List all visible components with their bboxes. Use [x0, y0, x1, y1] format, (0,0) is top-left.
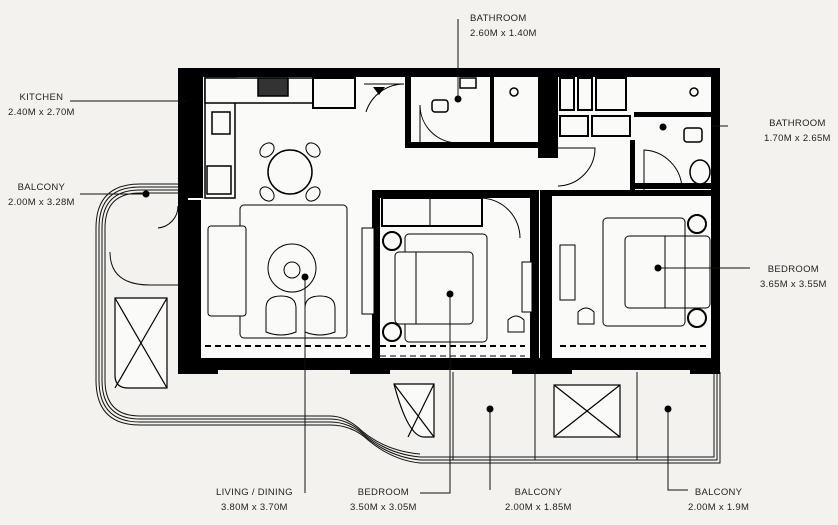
room-name: BEDROOM	[767, 264, 819, 275]
room-name: BATHROOM	[470, 13, 527, 24]
label-balcony-west: BALCONY 2.00M x 3.28M	[8, 180, 75, 210]
leader-lines	[70, 19, 750, 494]
room-dims: 2.00M x 1.85M	[505, 502, 572, 513]
label-balcony-south-2: BALCONY 2.00M x 1.9M	[688, 485, 749, 515]
room-name: BALCONY	[694, 487, 743, 498]
bathroom-fixtures	[431, 77, 711, 185]
doors	[157, 83, 683, 239]
label-bathroom-2: BATHROOM 1.70M x 2.65M	[764, 116, 831, 146]
room-name: BALCONY	[17, 182, 66, 193]
wardrobes	[559, 77, 631, 137]
master-bedroom-furniture	[559, 214, 711, 328]
label-bedroom-master: BEDROOM 3.65M x 3.55M	[760, 262, 827, 292]
room-name: BATHROOM	[769, 118, 826, 129]
room-name: KITCHEN	[19, 92, 64, 103]
room-dims: 3.50M x 3.05M	[350, 502, 417, 513]
room-name: BEDROOM	[357, 487, 409, 498]
windows	[205, 345, 706, 357]
room-dims: 2.00M x 1.9M	[688, 502, 750, 513]
label-living-dining: LIVING / DINING 3.80M x 3.70M	[216, 485, 293, 515]
room-name: LIVING / DINING	[216, 487, 293, 498]
bedroom-2-furniture	[381, 197, 533, 343]
balcony-planter-curve	[109, 251, 180, 286]
entrance-arrow-icon	[373, 87, 385, 95]
living-furniture	[207, 204, 375, 339]
kitchen-counters	[204, 77, 356, 199]
label-bedroom-2: BEDROOM 3.50M x 3.05M	[350, 485, 417, 515]
room-name: BALCONY	[514, 487, 563, 498]
balcony-dividers	[452, 372, 638, 460]
leader-dots	[142, 95, 672, 413]
label-kitchen: KITCHEN 2.40M x 2.70M	[8, 90, 75, 120]
label-balcony-south-1: BALCONY 2.00M x 1.85M	[505, 485, 572, 515]
room-dims: 2.00M x 3.28M	[8, 197, 75, 208]
label-bathroom-1: BATHROOM 2.60M x 1.40M	[470, 11, 537, 41]
room-dims: 2.60M x 1.40M	[470, 28, 537, 39]
room-dims: 3.65M x 3.55M	[760, 279, 827, 290]
room-dims: 2.40M x 2.70M	[8, 107, 75, 118]
room-dims: 1.70M x 2.65M	[764, 133, 831, 144]
planters	[114, 297, 621, 438]
room-dims: 3.80M x 3.70M	[221, 502, 288, 513]
balcony-outline	[95, 183, 721, 464]
dining-table	[259, 142, 321, 202]
walls	[178, 68, 720, 374]
